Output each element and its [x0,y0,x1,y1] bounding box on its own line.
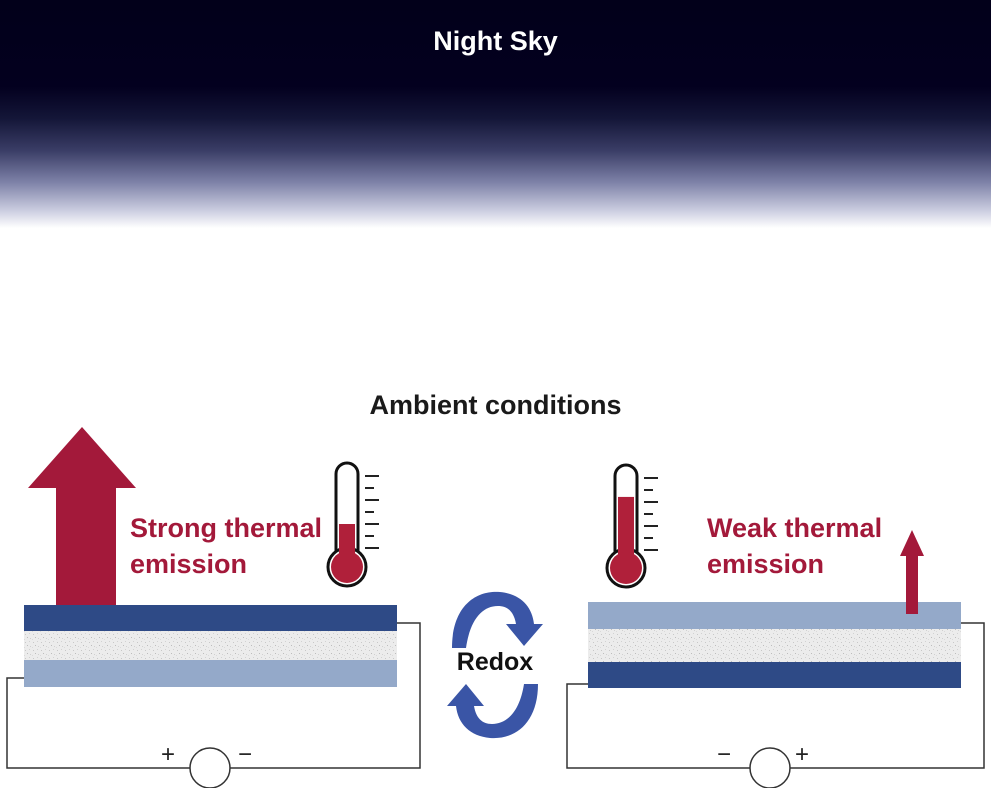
redox-bottom-arrow-icon [447,684,538,739]
strong-emission-arrow [28,427,136,614]
right-emission-line1: Weak thermal [707,513,883,543]
left-voltage-source [189,747,231,788]
right-bottom-dark-layer [588,662,961,688]
left-thermometer-icon [326,461,379,588]
redox-top-arrow-icon [452,591,543,648]
left-bottom-light-layer [24,660,397,687]
left-minus-sign: − [238,741,253,768]
right-voltage-source [749,747,791,788]
left-device [6,427,421,788]
left-circuit-wire [230,622,421,769]
right-thermometer-scale [644,477,658,551]
left-middle-electrolyte-layer [24,631,397,660]
right-thermometer-fill [618,496,634,571]
weak-emission-arrow [900,530,924,614]
left-emission-line2: emission [130,549,248,579]
left-circuit-wire-return [6,677,190,769]
right-thermometer-icon [605,463,658,589]
left-emission-label: Strong thermal emission [130,510,322,582]
ambient-conditions-label: Ambient conditions [369,390,622,420]
left-emission-line1: Strong thermal [130,513,323,543]
right-minus-sign: − [717,741,732,768]
right-emission-line2: emission [707,549,825,579]
redox-label: Redox [456,648,534,676]
right-device [566,530,985,788]
right-circuit-wire [790,622,985,769]
redox-cycle-arrows [447,591,543,739]
right-plus-sign: + [795,741,810,768]
left-plus-sign: + [161,741,176,768]
night-sky-label: Night Sky [433,26,558,56]
left-thermometer-scale [365,475,379,549]
right-middle-electrolyte-layer [588,629,961,662]
left-top-dark-layer [24,605,397,631]
right-emission-label: Weak thermal emission [707,510,882,582]
right-top-light-layer [588,602,961,629]
right-circuit-wire-return [566,683,750,769]
night-sky-background [0,0,991,228]
